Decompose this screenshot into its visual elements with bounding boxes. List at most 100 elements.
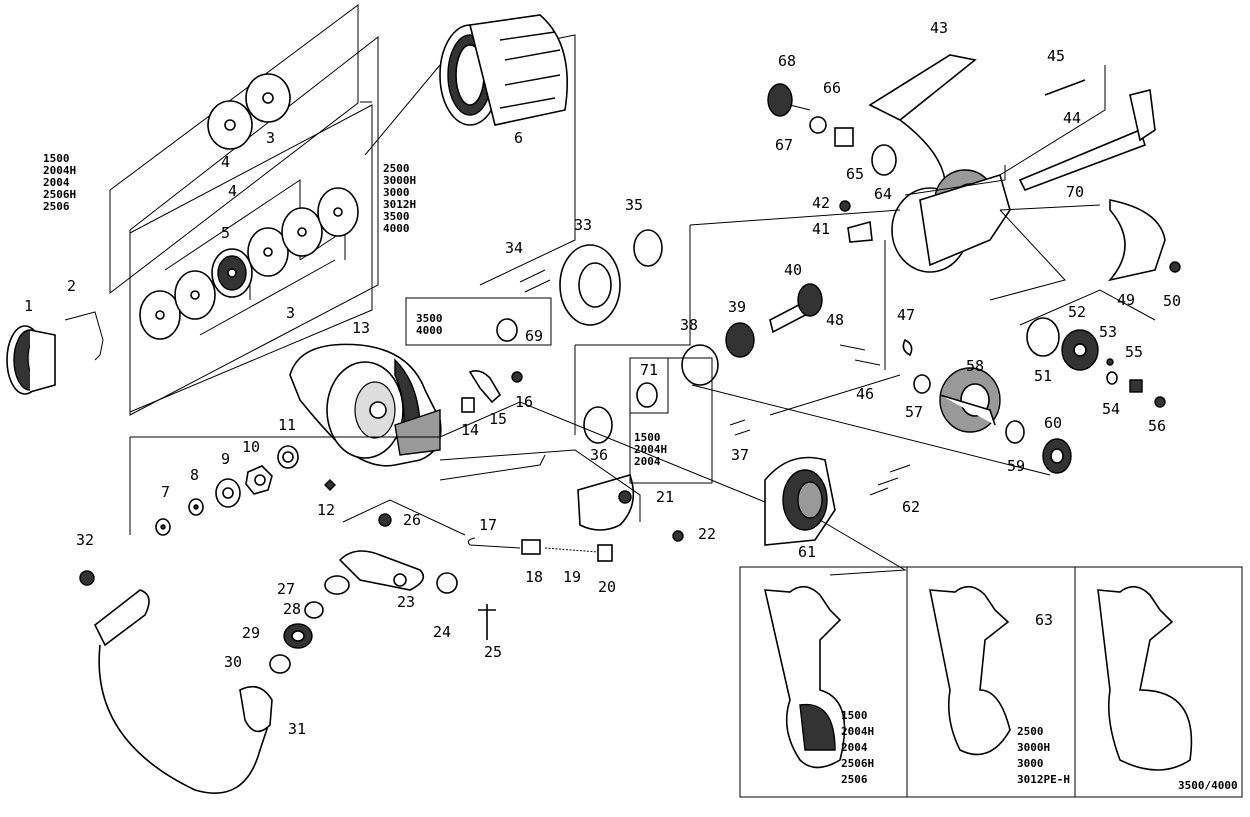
part-label-43: 43	[930, 19, 948, 37]
model-label: 2506H	[841, 757, 874, 770]
parts-17-22	[467, 474, 684, 562]
part-label-17: 17	[479, 516, 497, 534]
part-label-34: 34	[505, 239, 523, 257]
model-label: 2004	[43, 176, 70, 189]
part-label-51: 51	[1034, 367, 1052, 385]
part-label-56: 56	[1148, 417, 1166, 435]
small-parts-7-12	[155, 445, 336, 536]
part-61-housing	[764, 456, 911, 546]
part-63-handles	[763, 585, 1193, 771]
model-boxes	[405, 297, 1243, 798]
rotor-housing-43-70	[767, 54, 1181, 282]
model-label: 4000	[416, 324, 443, 337]
part-13-body	[289, 343, 442, 467]
part-label-57: 57	[905, 403, 923, 421]
model-label: 2506	[841, 773, 868, 786]
part-label-52: 52	[1068, 303, 1086, 321]
part-label-59: 59	[1007, 457, 1025, 475]
part-label-64: 64	[874, 185, 892, 203]
part-label-42: 42	[812, 194, 830, 212]
part-label-49: 49	[1117, 291, 1135, 309]
part-label-33: 33	[574, 216, 592, 234]
model-label: 2004H	[43, 164, 76, 177]
part-label-14: 14	[461, 421, 479, 439]
part-label-44: 44	[1063, 109, 1081, 127]
part-label-40: 40	[784, 261, 802, 279]
model-label: 1500	[43, 152, 70, 165]
model-label: 2004H	[634, 443, 667, 456]
part-label-50: 50	[1163, 292, 1181, 310]
part-label-37: 37	[731, 446, 749, 464]
part-label-31: 31	[288, 720, 306, 738]
part-label-5: 5	[221, 224, 230, 242]
part-label-4: 4	[228, 182, 237, 200]
part-label-7: 7	[161, 483, 170, 501]
part-label-55: 55	[1125, 343, 1143, 361]
leader-lines	[129, 65, 1156, 576]
part-label-18: 18	[525, 568, 543, 586]
part-label-62: 62	[902, 498, 920, 516]
model-label: 2004H	[841, 725, 874, 738]
part-label-3: 3	[286, 304, 295, 322]
part-label-70: 70	[1066, 183, 1084, 201]
part-label-35: 35	[625, 196, 643, 214]
model-label: 1500	[841, 709, 868, 722]
model-label: 2506H	[43, 188, 76, 201]
part-label-38: 38	[680, 316, 698, 334]
model-label: 2500	[383, 162, 410, 175]
model-label: 3000	[383, 186, 410, 199]
model-label: 3500	[416, 312, 443, 325]
model-label: 2004	[634, 455, 661, 468]
part-label-63: 63	[1035, 611, 1053, 629]
part-label-68: 68	[778, 52, 796, 70]
model-label: 3012PE-H	[1017, 773, 1070, 786]
part-label-30: 30	[224, 653, 242, 671]
model-label: 3000H	[383, 174, 416, 187]
part-label-65: 65	[846, 165, 864, 183]
part-label-24: 24	[433, 623, 451, 641]
part-label-9: 9	[221, 450, 230, 468]
part-label-4: 4	[221, 153, 230, 171]
model-label: 3500	[383, 210, 410, 223]
part-label-16: 16	[515, 393, 533, 411]
model-label: 2500	[1017, 725, 1044, 738]
part-label-3: 3	[266, 129, 275, 147]
part-label-21: 21	[656, 488, 674, 506]
part-label-15: 15	[489, 410, 507, 428]
model-label: 2506	[43, 200, 70, 213]
part-label-60: 60	[1044, 414, 1062, 432]
model-label: 3000	[1017, 757, 1044, 770]
part-label-20: 20	[598, 578, 616, 596]
part-label-27: 27	[277, 580, 295, 598]
part-label-19: 19	[563, 568, 581, 586]
part-label-36: 36	[590, 446, 608, 464]
rotor-parts-33-39	[496, 229, 755, 444]
part-label-71: 71	[640, 361, 658, 379]
part-label-39: 39	[728, 298, 746, 316]
part-label-32: 32	[76, 531, 94, 549]
part-label-54: 54	[1102, 400, 1120, 418]
part-label-8: 8	[190, 466, 199, 484]
part-label-6: 6	[514, 129, 523, 147]
part-label-13: 13	[352, 319, 370, 337]
part-2-clip	[64, 311, 104, 361]
part-label-45: 45	[1047, 47, 1065, 65]
model-label: 3500/4000	[1178, 779, 1238, 792]
part-label-28: 28	[283, 600, 301, 618]
model-label: 4000	[383, 222, 410, 235]
parts-40-42	[769, 200, 873, 334]
part-label-58: 58	[966, 357, 984, 375]
part-label-66: 66	[823, 79, 841, 97]
part-label-69: 69	[525, 327, 543, 345]
part-1-drag-knob	[6, 325, 56, 395]
model-labels: 1500 2004H 2004 2506H 2506 2500 3000H 30…	[43, 152, 1238, 792]
part-label-46: 46	[856, 385, 874, 403]
washers-3-4-5	[139, 73, 359, 340]
part-label-41: 41	[812, 220, 830, 238]
part-label-29: 29	[242, 624, 260, 642]
parts-14-16	[461, 370, 523, 413]
part-number-labels: 1 2 3 3 4 4 5 6 7 8 9 10 11 12 13 14 15 …	[24, 19, 1181, 738]
part-label-23: 23	[397, 593, 415, 611]
part-label-22: 22	[698, 525, 716, 543]
